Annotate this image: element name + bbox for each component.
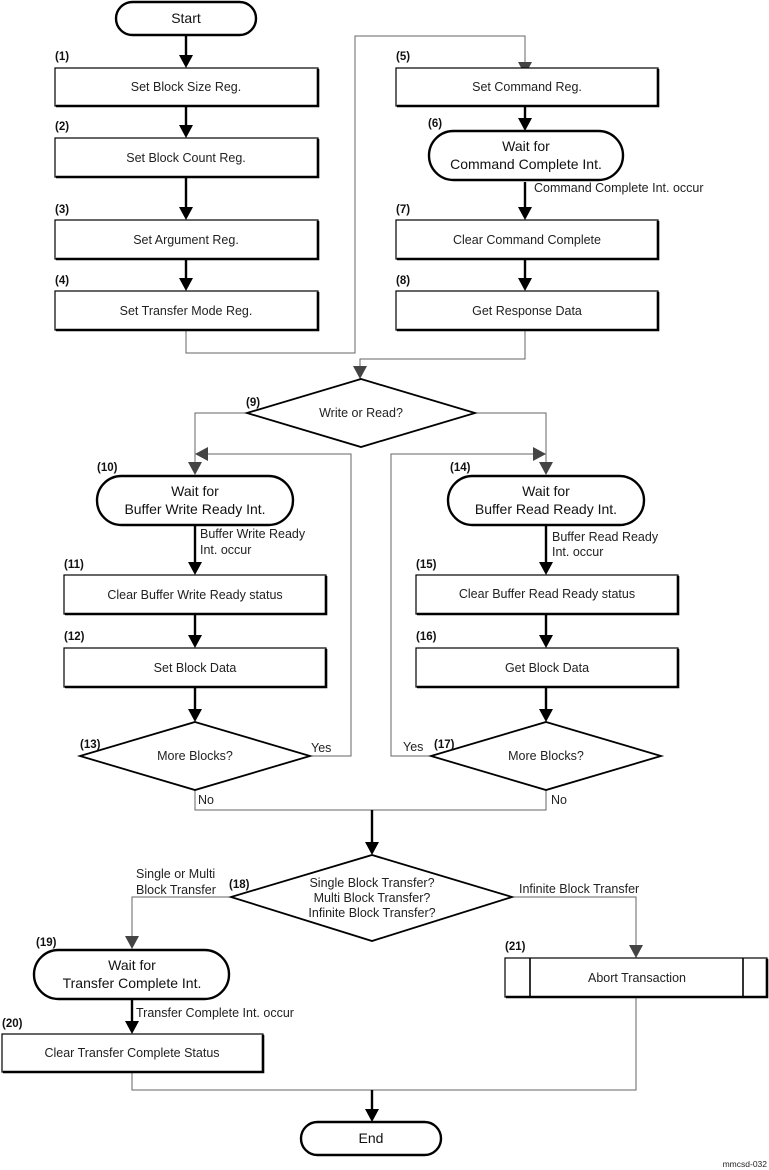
step-number: (3) — [55, 204, 69, 216]
step-number: (15) — [416, 559, 437, 571]
edge-label-buffer-read-1: Buffer Read Ready — [552, 530, 659, 544]
step-label-line1: Wait for — [502, 138, 550, 154]
step-10: (10) Wait for Buffer Write Ready Int. — [95, 462, 295, 527]
step-number: (5) — [396, 51, 410, 63]
decision-label: More Blocks? — [157, 749, 233, 763]
end-label: End — [359, 1130, 384, 1146]
edge-label-no-left: No — [198, 793, 214, 807]
connector-no-merge — [194, 790, 547, 811]
step-20: (20) Clear Transfer Complete Status — [1, 1018, 265, 1074]
decision-18: (18) Single Block Transfer? Multi Block … — [227, 854, 516, 942]
edge-label-buffer-read-2: Int. occur — [552, 545, 603, 559]
edge-label-command-complete: Command Complete Int. occur — [534, 181, 704, 195]
step-label: Set Block Data — [154, 661, 237, 675]
decision-label-line1: Single Block Transfer? — [309, 876, 434, 890]
step-number: (2) — [55, 121, 69, 133]
edge-label-transfer-complete: Transfer Complete Int. occur — [136, 1006, 294, 1020]
step-number: (13) — [80, 739, 101, 751]
edge-label-yes-right: Yes — [403, 740, 423, 754]
connector-9-to-10 — [194, 412, 247, 466]
step-7: (7) Clear Command Complete — [395, 204, 660, 261]
step-label: Abort Transaction — [588, 971, 686, 985]
step-label: Get Block Data — [505, 661, 589, 675]
step-number: (16) — [416, 631, 437, 643]
step-label: Clear Transfer Complete Status — [44, 1046, 219, 1060]
step-label: Clear Command Complete — [453, 233, 601, 247]
step-label-line1: Wait for — [171, 483, 219, 499]
step-number: (1) — [55, 51, 69, 63]
step-label-line1: Wait for — [522, 483, 570, 499]
step-label-line2: Buffer Write Ready Int. — [124, 501, 265, 517]
step-16: (16) Get Block Data — [415, 631, 680, 689]
step-label: Set Argument Reg. — [133, 233, 239, 247]
start-label: Start — [171, 10, 201, 26]
edge-label-single-multi-1: Single or Multi — [136, 867, 215, 881]
step-3: (3) Set Argument Reg. — [54, 204, 320, 261]
step-12: (12) Set Block Data — [63, 631, 328, 689]
figure-id: mmcsd-032 — [723, 1159, 768, 1169]
edge-label-single-multi-2: Block Transfer — [136, 883, 216, 897]
step-label: Set Block Size Reg. — [131, 80, 241, 94]
step-number: (20) — [2, 1018, 23, 1030]
step-number: (14) — [450, 462, 471, 474]
edge-label-infinite: Infinite Block Transfer — [519, 882, 639, 896]
connector-18-to-19 — [131, 896, 231, 940]
step-number: (4) — [55, 275, 69, 287]
decision-label-line3: Infinite Block Transfer? — [308, 906, 435, 920]
step-label: Set Block Count Reg. — [126, 151, 246, 165]
step-5: (5) Set Command Reg. — [395, 51, 660, 108]
step-label-line2: Buffer Read Ready Int. — [475, 501, 617, 517]
step-label: Clear Buffer Write Ready status — [107, 588, 282, 602]
connector-18-to-21 — [512, 896, 637, 948]
step-6: (6) Wait for Command Complete Int. — [427, 118, 625, 182]
step-label: Clear Buffer Read Ready status — [459, 587, 635, 601]
start-terminal: Start — [114, 0, 258, 37]
edge-label-buffer-write-2: Int. occur — [200, 543, 251, 557]
step-number: (21) — [505, 941, 526, 953]
decision-label-line2: Multi Block Transfer? — [314, 891, 431, 905]
decision-17: (17) More Blocks? — [427, 721, 665, 791]
decision-label: Write or Read? — [319, 406, 403, 420]
step-number: (19) — [36, 937, 57, 949]
step-label: Set Transfer Mode Reg. — [120, 304, 253, 318]
connector-4-to-5 — [185, 35, 526, 354]
step-label-line2: Transfer Complete Int. — [63, 975, 202, 991]
step-11: (11) Clear Buffer Write Ready status — [63, 559, 328, 616]
step-2: (2) Set Block Count Reg. — [54, 121, 320, 179]
step-number: (8) — [396, 275, 410, 287]
step-8: (8) Get Response Data — [395, 275, 660, 332]
step-number: (17) — [434, 739, 455, 751]
connectors — [125, 35, 643, 1122]
edge-label-no-right: No — [551, 793, 567, 807]
edge-label-yes-left: Yes — [311, 741, 331, 755]
step-21: (21) Abort Transaction — [504, 941, 769, 999]
end-terminal: End — [299, 1120, 443, 1157]
step-15: (15) Clear Buffer Read Ready status — [415, 559, 680, 616]
step-number: (9) — [246, 397, 260, 409]
connector-8-to-9 — [359, 330, 526, 368]
step-number: (10) — [97, 462, 118, 474]
step-4: (4) Set Transfer Mode Reg. — [54, 275, 320, 332]
step-19: (19) Wait for Transfer Complete Int. — [32, 937, 231, 1001]
step-label: Get Response Data — [472, 304, 582, 318]
step-1: (1) Set Block Size Reg. — [54, 51, 320, 108]
step-14: (14) Wait for Buffer Read Ready Int. — [446, 462, 646, 527]
step-number: (11) — [64, 559, 84, 571]
step-number: (6) — [428, 118, 442, 130]
decision-13: (13) More Blocks? — [76, 721, 314, 791]
step-number: (12) — [64, 631, 85, 643]
edge-label-buffer-write-1: Buffer Write Ready — [200, 527, 306, 541]
step-number: (7) — [396, 204, 410, 216]
decision-label: More Blocks? — [508, 749, 584, 763]
step-label-line1: Wait for — [108, 957, 156, 973]
step-label: Set Command Reg. — [472, 80, 582, 94]
connector-17-yes — [390, 453, 535, 757]
decision-9: (9) Write or Read? — [243, 378, 479, 448]
connector-13-yes — [206, 453, 352, 757]
connector-to-end — [131, 997, 637, 1091]
step-number: (18) — [229, 879, 250, 891]
step-label-line2: Command Complete Int. — [450, 156, 602, 172]
connector-9-to-14 — [475, 412, 547, 466]
